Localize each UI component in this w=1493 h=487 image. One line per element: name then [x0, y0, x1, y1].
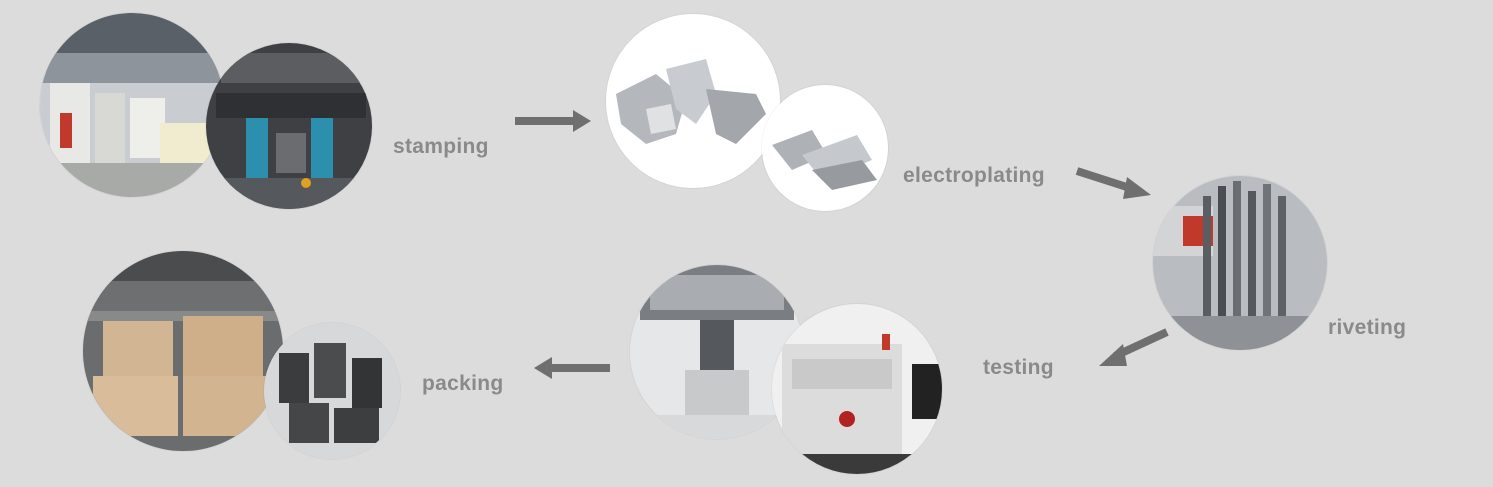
packing-parts-photo [264, 323, 400, 459]
stamping-press-photo [206, 43, 372, 209]
electroplating-parts-photo-large [606, 14, 780, 188]
step-label-riveting: riveting [1328, 316, 1407, 339]
testing-xrf-analyzer-photo [772, 304, 942, 474]
arrow-testing-to-packing [534, 357, 610, 379]
arrow-stamping-to-electroplating [515, 110, 591, 132]
electroplating-parts-photo-small [762, 85, 888, 211]
arrow-riveting-to-testing [1099, 328, 1169, 366]
stamping-factory-photo [40, 13, 224, 197]
step-label-stamping: stamping [393, 135, 489, 158]
arrow-electroplating-to-riveting [1075, 167, 1151, 199]
step-label-packing: packing [422, 372, 504, 395]
packing-boxes-photo [83, 251, 283, 451]
riveting-photo [1153, 176, 1327, 350]
step-label-testing: testing [983, 356, 1054, 379]
testing-fixture-photo [630, 265, 804, 439]
step-label-electroplating: electroplating [903, 164, 1045, 187]
